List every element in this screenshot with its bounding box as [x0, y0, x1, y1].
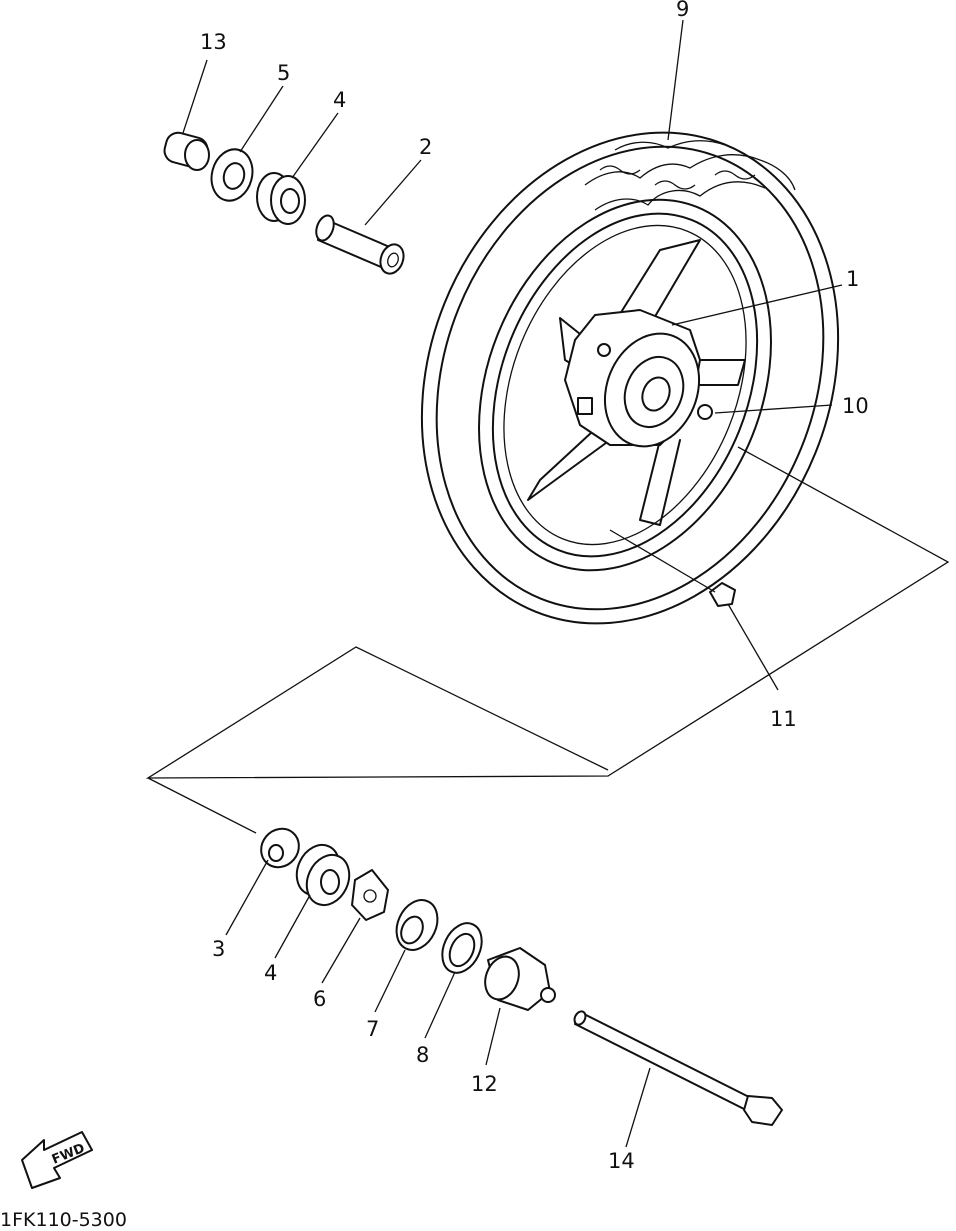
callout-2: 2	[419, 135, 432, 159]
hub-bolt	[597, 343, 611, 357]
wheel	[420, 131, 840, 625]
leader-lines	[182, 19, 843, 1148]
tire-inner	[435, 145, 825, 611]
forward-arrow-icon: FWD	[21, 1131, 93, 1189]
callout-3: 3	[212, 937, 225, 961]
callout-4-upper: 4	[333, 88, 346, 112]
callout-10: 10	[842, 394, 869, 418]
callout-7: 7	[366, 1017, 379, 1041]
part-10-bolt	[697, 404, 713, 420]
part-6-retainer	[351, 869, 389, 921]
callout-4-lower: 4	[264, 961, 277, 985]
part-7-oil-seal	[395, 899, 439, 951]
part-14-axle	[573, 1010, 783, 1126]
part-8-ring	[441, 922, 483, 974]
callout-9: 9	[676, 0, 689, 21]
part-4-bearing-upper	[256, 172, 306, 225]
part-4-bearing-lower	[295, 843, 351, 907]
tire-tread	[584, 140, 796, 211]
callout-14: 14	[608, 1149, 635, 1173]
part-5-oil-seal	[210, 148, 254, 202]
diagram-code: 1FK110-5300	[0, 1209, 127, 1231]
part-12-gear-unit	[484, 947, 556, 1011]
callout-11: 11	[770, 707, 797, 731]
callout-1: 1	[846, 267, 859, 291]
callout-12: 12	[471, 1072, 498, 1096]
hub-tab	[577, 397, 593, 415]
rim-edge	[503, 224, 747, 546]
callout-5: 5	[277, 61, 290, 85]
part-2-spacer	[315, 214, 405, 275]
assembly-guide-lines	[145, 446, 950, 834]
rim-inner	[491, 212, 759, 558]
callout-6: 6	[313, 987, 326, 1011]
rim-outer	[478, 198, 772, 572]
part-11-valve	[709, 582, 736, 607]
part-3-washer	[260, 827, 300, 869]
part-13-collar	[163, 131, 210, 171]
callout-13: 13	[200, 30, 227, 54]
callout-8: 8	[416, 1043, 429, 1067]
hub-bore	[641, 376, 671, 412]
wheel-hub	[564, 309, 713, 448]
